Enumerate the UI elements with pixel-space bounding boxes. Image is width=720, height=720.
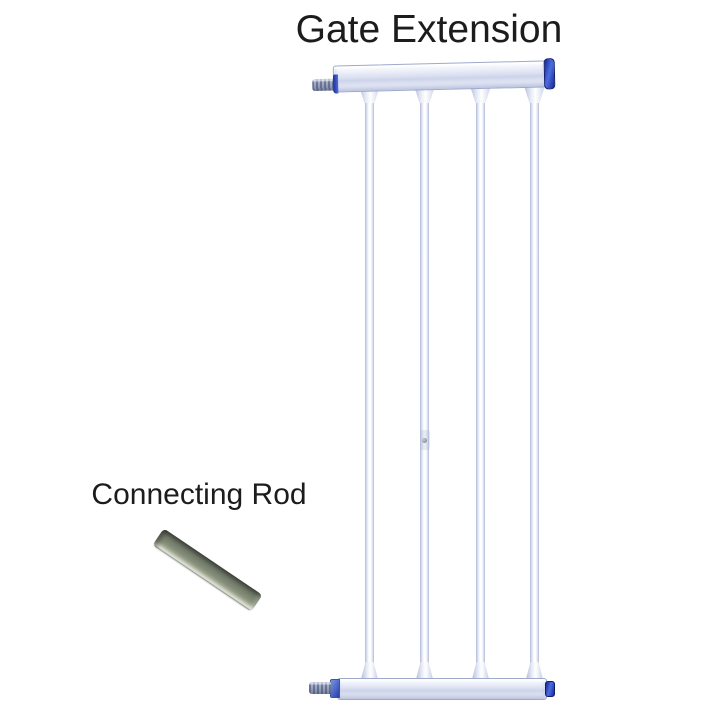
gate-bar: [420, 84, 429, 678]
bar-joint-bottom: [416, 662, 433, 679]
bar-joint-top: [470, 86, 491, 103]
mounting-pin-bottom-left: [309, 682, 331, 694]
bar-joint-bottom: [472, 662, 489, 679]
blue-collar-bottom-left: [330, 679, 340, 698]
blue-bracket-top-left: [332, 74, 339, 94]
gate-bar: [365, 84, 374, 678]
page-title: Gate Extension: [295, 8, 563, 51]
gate-bar: [476, 84, 485, 678]
gate-bottom-rail: [309, 678, 555, 700]
bar-joint-bottom: [526, 662, 543, 679]
connecting-rod-graphic: [152, 528, 263, 612]
bar-screw-icon: [422, 438, 427, 443]
blue-end-cap-bottom-right: [545, 681, 555, 697]
connecting-rod-label: Connecting Rod: [91, 478, 307, 511]
bar-joint-top: [524, 86, 545, 103]
gate-bar: [530, 84, 539, 678]
blue-end-cap-top-right: [543, 58, 556, 90]
mounting-pin-top-left: [312, 78, 335, 92]
bar-joint-bottom: [361, 662, 378, 679]
gate-top-rail: [312, 58, 556, 94]
